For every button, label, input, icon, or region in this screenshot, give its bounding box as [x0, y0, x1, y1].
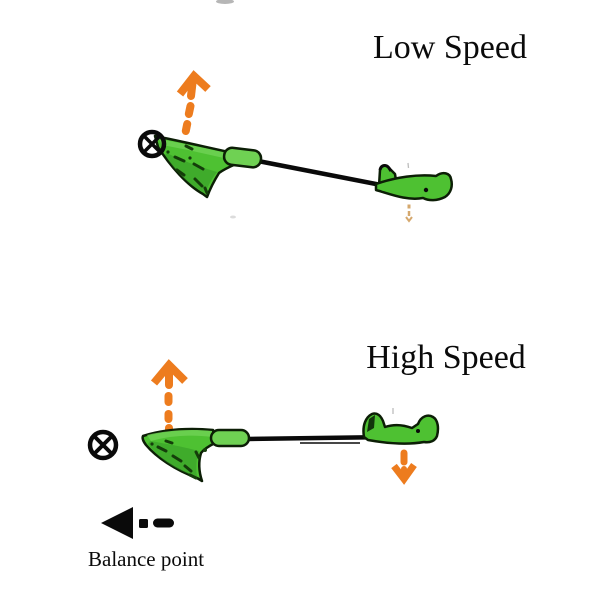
high-speed-title: High Speed — [366, 339, 526, 376]
into-page-x — [93, 435, 113, 455]
glider-low-tail — [374, 164, 453, 202]
streak — [193, 177, 204, 188]
low-speed-title: Low Speed — [373, 29, 527, 66]
glider-low-wing-streaks — [166, 144, 209, 195]
low-speed-panel: Low Speed — [137, 29, 527, 223]
lift-arrow-low-dash1 — [184, 102, 195, 118]
into-page-circle — [87, 429, 119, 461]
streak — [156, 445, 168, 453]
high-speed-panel: High Speed — [87, 339, 526, 485]
faint-tick-low — [407, 162, 410, 169]
glider-low — [153, 134, 453, 202]
streak — [203, 186, 209, 195]
glider-low-wing-shade — [165, 153, 217, 193]
streak — [164, 439, 174, 445]
streak — [192, 162, 205, 171]
tail-arrow-low-head — [405, 216, 413, 223]
lift-arrow-high-icon — [150, 359, 188, 435]
faint-dot-smudge — [230, 215, 236, 219]
streak — [173, 155, 186, 163]
tail-down-arrow-low-icon — [405, 204, 413, 223]
glider-high-fin-dark-patch — [367, 415, 375, 432]
glider-low-wing-root — [222, 146, 263, 169]
glider-high-wing-streaks — [150, 439, 207, 480]
balance-point-arrow-icon — [101, 507, 174, 539]
glider-high — [141, 412, 440, 483]
into-page-x — [142, 134, 162, 154]
balance-arrow-dash — [153, 518, 174, 528]
into-page-icon-high — [87, 429, 119, 461]
streak — [183, 464, 193, 473]
balance-arrow-dot — [139, 519, 148, 528]
glider-low-tail-stab — [374, 171, 453, 202]
lift-arrow-high-head — [150, 359, 188, 386]
streak-dot — [166, 150, 170, 154]
into-page-circle — [137, 129, 167, 159]
streak — [171, 454, 183, 463]
streak — [175, 168, 186, 177]
streak-dot — [150, 442, 154, 446]
tail-arrow-low-dot — [407, 204, 411, 209]
glider-low-tail-dot — [423, 187, 429, 193]
glider-high-tail-dot — [416, 429, 420, 433]
lift-arrow-low-stub — [187, 79, 197, 100]
streak — [194, 450, 201, 460]
glider-high-wing-root — [209, 428, 251, 448]
glider-high-tail-body — [362, 412, 440, 445]
top-edge-smudge — [216, 0, 234, 4]
streak — [184, 144, 194, 151]
glider-low-wing-highlight — [159, 139, 234, 160]
glider-high-tail — [362, 412, 440, 445]
tail-down-arrow-high-icon — [391, 449, 417, 485]
streak-dot — [203, 448, 207, 452]
glider-high-wing-highlight — [147, 430, 212, 441]
streak-dot — [188, 156, 192, 160]
streak — [188, 473, 198, 480]
balance-arrow-head — [101, 507, 133, 539]
lift-arrow-low-icon — [176, 70, 211, 135]
lift-arrow-low-dash2 — [181, 120, 192, 135]
lift-arrow-low-head — [176, 70, 211, 97]
balance-point-label: Balance point — [88, 547, 204, 571]
into-page-icon-low — [137, 129, 167, 159]
glider-low-fin-dark-edge — [378, 164, 393, 172]
